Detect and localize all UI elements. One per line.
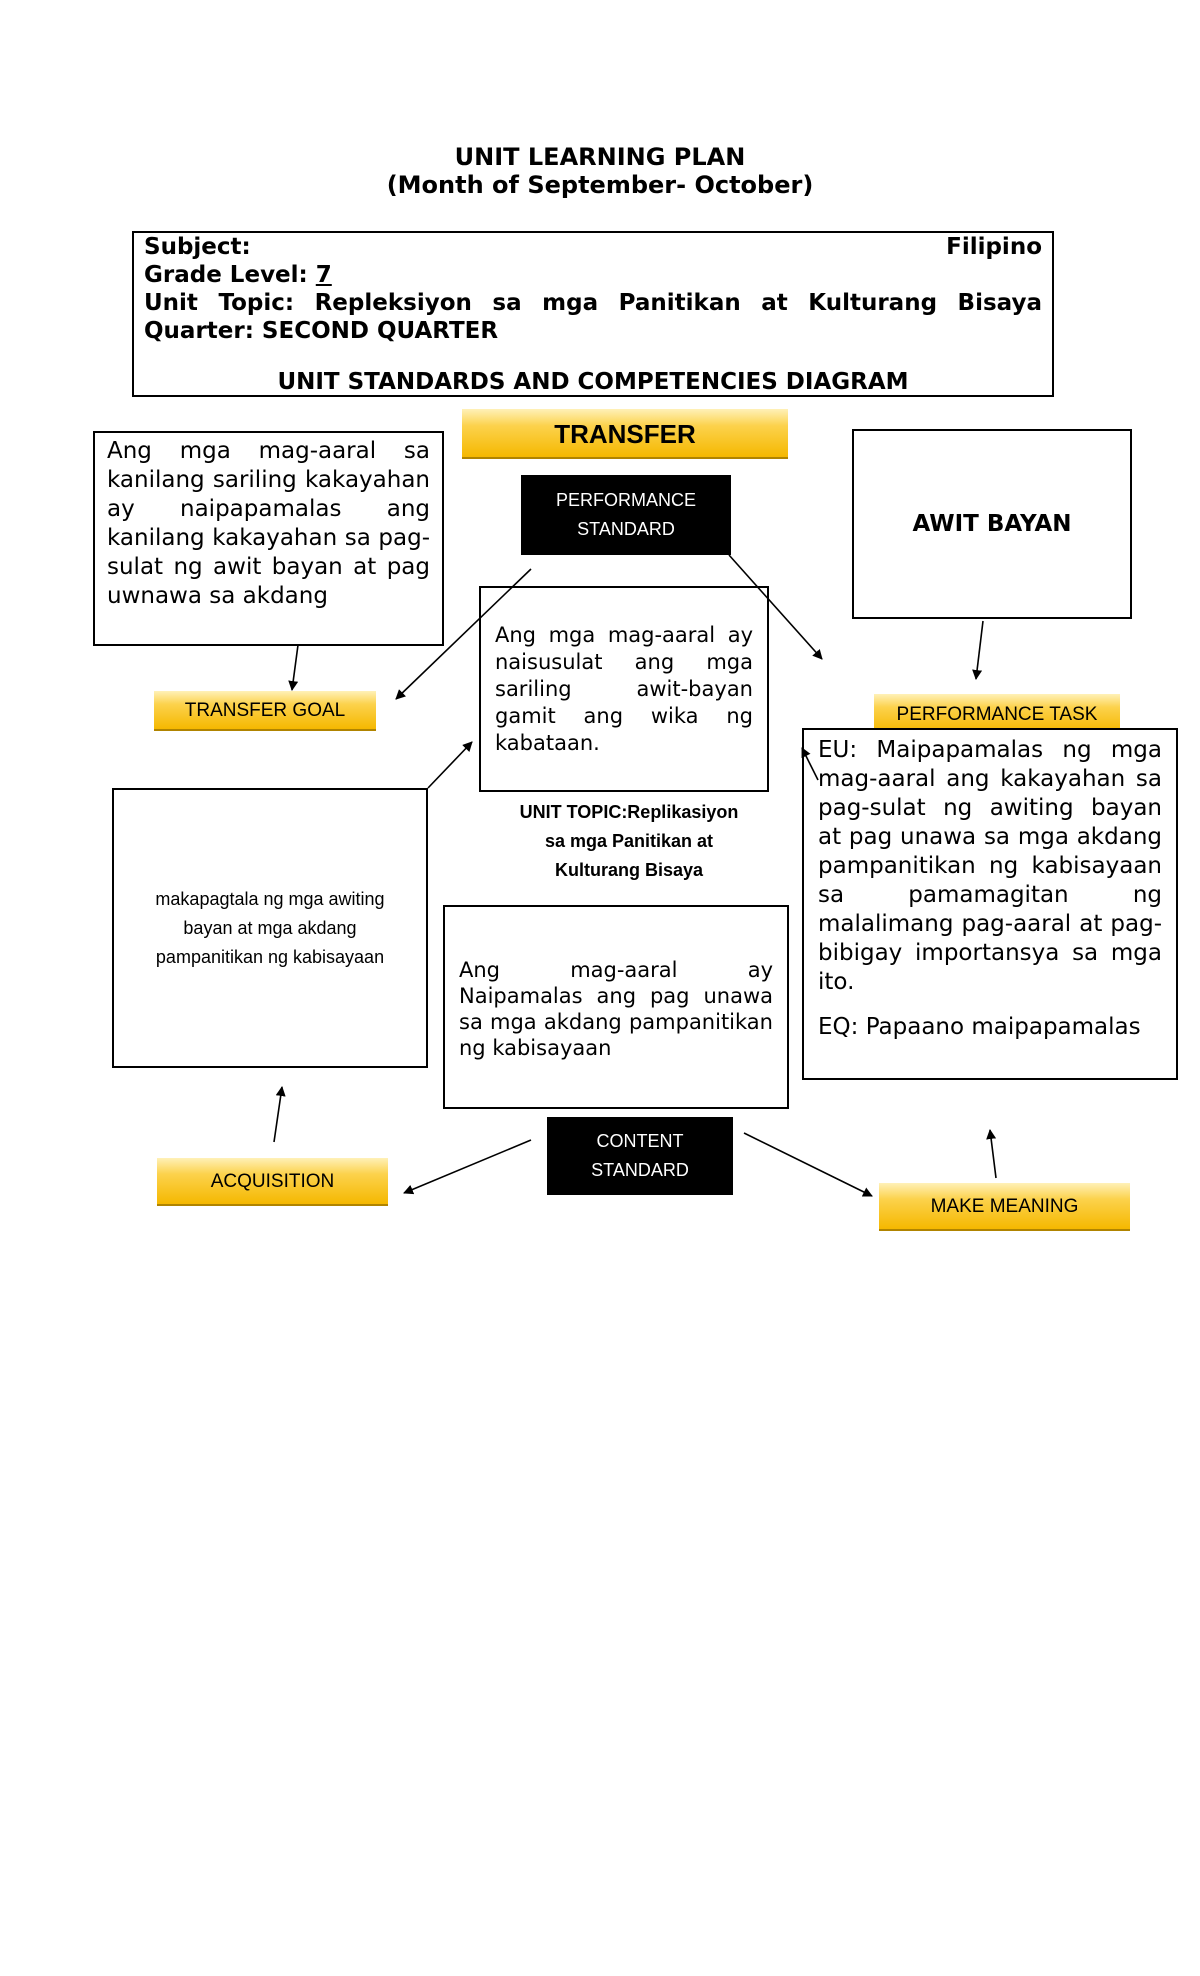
grade-label: Grade Level: xyxy=(144,262,308,288)
arrow-awit-to-performance-task xyxy=(972,620,984,680)
eq-text: EQ: Papaano maipapamalas xyxy=(818,1014,1141,1040)
arrow-cs-to-acquisition xyxy=(403,1139,532,1195)
unit-topic-center: UNIT TOPIC:Replikasiyon sa mga Panitikan… xyxy=(519,802,739,880)
arrow-make-meaning-up xyxy=(986,1129,997,1179)
transfer-goal-box: Ang mga mag-aaral sa kanilang sariling k… xyxy=(93,431,444,646)
unit-topic-line: Unit Topic: Repleksiyon sa mga Panitikan… xyxy=(144,290,1042,316)
page-subtitle: (Month of September- October) xyxy=(386,171,814,199)
arrow-acquisition-to-ps xyxy=(427,741,473,789)
acquisition-box: makapagtala ng mga awiting bayan at mga … xyxy=(112,788,428,1068)
acquisition-label: ACQUISITION xyxy=(157,1158,388,1206)
awit-bayan-box: AWIT BAYAN xyxy=(852,429,1132,619)
grade-value: 7 xyxy=(315,262,332,288)
arrow-ps-to-performance-task xyxy=(728,554,823,660)
arrow-ps-to-transfer-goal xyxy=(395,568,532,700)
performance-task-label: PERFORMANCE TASK xyxy=(874,694,1120,734)
page-title: UNIT LEARNING PLAN xyxy=(454,143,746,171)
unit-info-box: Subject: Filipino Grade Level: 7 Unit To… xyxy=(132,231,1054,397)
transfer-label: TRANSFER xyxy=(462,409,788,459)
performance-standard-label: PERFORMANCE STANDARD xyxy=(521,475,731,555)
quarter-line: Quarter: SECOND QUARTER xyxy=(144,318,499,344)
arrow-acquisition-label-up xyxy=(273,1086,286,1143)
content-standard-box: Ang mag-aaral ay Naipamalas ang pag unaw… xyxy=(443,905,789,1109)
content-standard-label: CONTENT STANDARD xyxy=(547,1117,733,1195)
arrow-eu-to-ps xyxy=(801,747,819,781)
make-meaning-box: EU: Maipapamalas ng mga mag-aaral ang ka… xyxy=(802,728,1178,1080)
subject-value: Filipino xyxy=(946,234,1042,260)
eu-text: EU: Maipapamalas ng mga mag-aaral ang ka… xyxy=(818,737,1162,995)
transfer-goal-label: TRANSFER GOAL xyxy=(154,691,376,731)
subject-label: Subject: xyxy=(144,234,251,260)
performance-standard-box: Ang mga mag-aaral ay naisusulat ang mga … xyxy=(479,586,769,792)
arrow-cs-to-make-meaning xyxy=(743,1132,873,1197)
diagram-title: UNIT STANDARDS AND COMPETENCIES DIAGRAM xyxy=(277,369,909,395)
make-meaning-label: MAKE MEANING xyxy=(879,1183,1130,1231)
arrow-to-transfer-goal xyxy=(288,644,299,691)
